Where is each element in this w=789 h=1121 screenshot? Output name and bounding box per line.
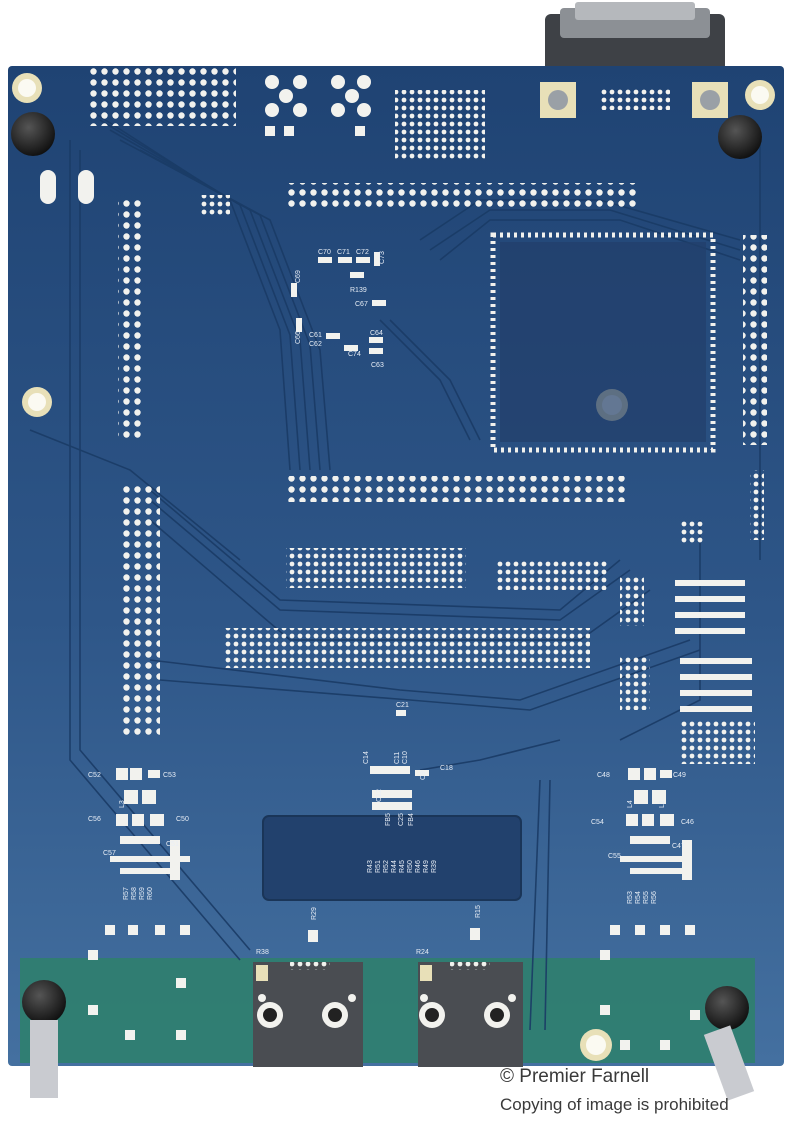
silkscreen-labels: C70 C71 C72 C73 C69 R139 C67 C61 C62 C64… — [88, 249, 694, 956]
silk-c50: C50 — [176, 816, 189, 823]
silk-c70: C70 — [318, 249, 331, 256]
silk-c9: C9 — [420, 771, 427, 780]
silk-c73: C73 — [379, 251, 386, 264]
silk-c11: C11 — [394, 752, 401, 764]
left-regulator-group — [105, 768, 190, 935]
silk-c14: C14 — [363, 751, 370, 764]
via-arrays — [86, 68, 767, 764]
silk-r52: R52 — [383, 860, 390, 873]
silk-r24: R24 — [416, 949, 429, 956]
silk-c72: C72 — [356, 249, 369, 256]
silk-c61: C61 — [309, 332, 322, 339]
silk-r50: R50 — [407, 860, 414, 873]
silk-l4: L4 — [627, 800, 634, 808]
silk-fb4: FB4 — [408, 813, 415, 826]
silk-r55: R55 — [643, 891, 650, 904]
silk-r58: R58 — [131, 887, 138, 900]
shield-area — [262, 815, 522, 901]
silk-c62: C62 — [309, 341, 322, 348]
silk-r43: R43 — [367, 860, 374, 873]
silk-r54: R54 — [635, 891, 642, 904]
right-resistor-ladders — [675, 580, 752, 712]
silk-c56: C56 — [88, 816, 101, 823]
silk-r51: R51 — [375, 860, 382, 873]
silk-c64: C64 — [370, 330, 383, 337]
silk-c12: C12 — [376, 789, 383, 802]
db9-connector — [545, 2, 725, 74]
silk-c66: C66 — [295, 331, 302, 344]
silk-c49: C49 — [673, 772, 686, 779]
silk-r57: R57 — [123, 887, 130, 900]
silk-r59: R59 — [139, 887, 146, 900]
silk-c10: C10 — [402, 751, 409, 764]
silk-r44: R44 — [391, 860, 398, 873]
silk-r45: R45 — [399, 860, 406, 873]
silk-r60: R60 — [147, 887, 154, 900]
silk-c54: C54 — [591, 819, 604, 826]
silk-c57: C57 — [103, 850, 116, 857]
watermark-copyright: © Premier Farnell — [500, 1066, 650, 1087]
silk-fb5: FB5 — [385, 813, 392, 826]
test-points-top — [540, 82, 728, 118]
silk-r39: R39 — [431, 860, 438, 873]
silk-c55: C55 — [608, 853, 621, 860]
bottom-pads — [88, 950, 700, 1050]
top-pad-cluster — [265, 75, 371, 136]
silk-c67: C67 — [355, 301, 368, 308]
silk-c18: C18 — [440, 765, 453, 772]
ic-footprint — [288, 183, 716, 502]
oval-slot-left — [40, 170, 56, 204]
audio-jack-connectors — [253, 928, 523, 1067]
silk-r53: R53 — [627, 891, 634, 904]
silk-l3: L3 — [119, 800, 126, 808]
silk-l2: L2 — [659, 800, 666, 808]
silk-r46: R46 — [415, 860, 422, 873]
silk-r56: R56 — [651, 891, 658, 904]
board-edge-strip — [20, 958, 755, 1063]
silk-c51: C51 — [166, 841, 179, 848]
silk-r15: R15 — [475, 905, 482, 918]
silk-r49: R49 — [423, 860, 430, 873]
silk-c53: C53 — [163, 772, 176, 779]
silk-c47: C47 — [672, 843, 685, 850]
silk-c71: C71 — [337, 249, 350, 256]
oval-slot-right — [78, 170, 94, 204]
silk-c63: C63 — [371, 362, 384, 369]
silk-c25: C25 — [398, 813, 405, 826]
watermark-notice: Copying of image is prohibited — [500, 1095, 729, 1114]
silk-r139: R139 — [350, 287, 367, 294]
silk-c46: C46 — [681, 819, 694, 826]
silk-r29: R29 — [311, 907, 318, 920]
standoff-posts — [11, 112, 762, 1101]
silk-c69: C69 — [295, 270, 302, 283]
silk-c52: C52 — [88, 772, 101, 779]
silk-c21: C21 — [396, 702, 409, 709]
right-regulator-group — [610, 768, 695, 935]
silk-r38: R38 — [256, 949, 269, 956]
silk-c48: C48 — [597, 772, 610, 779]
silk-c74: C74 — [348, 351, 361, 358]
